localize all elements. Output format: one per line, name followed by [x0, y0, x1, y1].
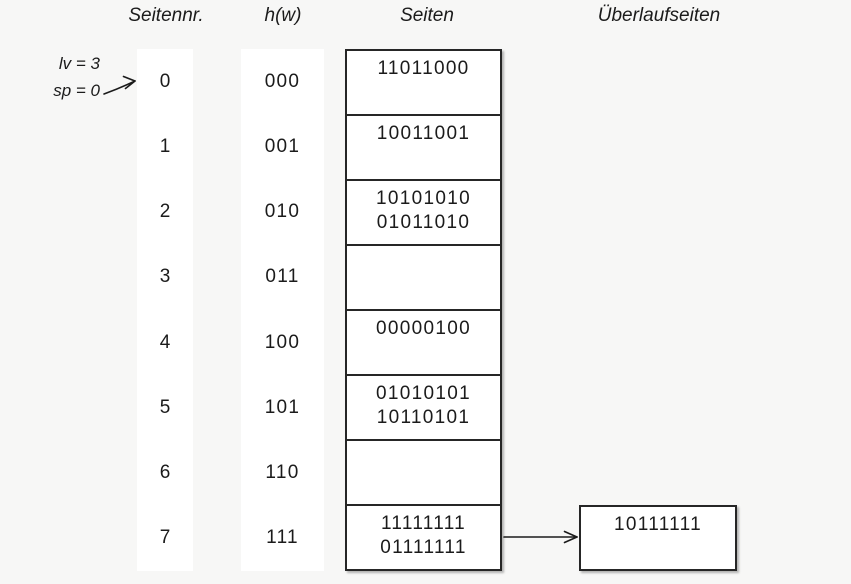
seitennr-column-strip [137, 49, 193, 571]
page-entry: 00000100 [376, 318, 471, 339]
page-entry: 01011010 [376, 212, 471, 233]
header-seiten: Seiten [400, 5, 454, 26]
page-cell-2: 10101010 01011010 [347, 181, 500, 246]
page-entry: 10011001 [376, 123, 471, 144]
page-cell-5: 01010101 10110101 [347, 376, 500, 441]
page-entry: 10110101 [376, 407, 471, 428]
page-entry: 11011000 [377, 58, 470, 79]
page-cell-1: 10011001 [347, 116, 500, 181]
page-number-2: 2 [159, 201, 171, 222]
sp-pointer-arrow [103, 75, 136, 95]
hash-value-3: 011 [265, 266, 300, 287]
overflow-arrow [503, 530, 578, 544]
lv-label: lv = 3 [58, 54, 100, 73]
page-number-3: 3 [159, 266, 171, 287]
page-cell-0: 11011000 [347, 51, 500, 116]
header-seitennr: Seitennr. [128, 5, 204, 26]
page-entry: 11111111 [380, 513, 467, 534]
hash-value-7: 111 [266, 527, 299, 548]
header-hw: h(w) [264, 5, 302, 26]
page-cell-7: 11111111 01111111 [347, 506, 500, 569]
overflow-page-entry: 10111111 [614, 514, 702, 535]
page-number-4: 4 [159, 332, 171, 353]
state-annotation: lv = 3 sp = 0 [20, 50, 100, 104]
hash-value-0: 000 [264, 71, 301, 92]
page-number-1: 1 [159, 136, 171, 157]
page-number-7: 7 [159, 527, 171, 548]
page-entry: 01111111 [380, 537, 467, 558]
hash-value-5: 101 [264, 397, 301, 418]
hash-value-1: 001 [264, 136, 301, 157]
hw-column-strip [241, 49, 324, 571]
page-cell-3 [347, 246, 500, 311]
hash-value-4: 100 [264, 332, 301, 353]
page-entry: 01010101 [376, 383, 471, 404]
hash-value-2: 010 [264, 201, 301, 222]
overflow-page-box: 10111111 [579, 505, 737, 571]
page-cell-6 [347, 441, 500, 506]
pages-table: 11011000 10011001 10101010 01011010 0000… [345, 49, 502, 571]
page-number-5: 5 [159, 397, 171, 418]
page-entry: 10101010 [376, 188, 471, 209]
page-number-0: 0 [159, 71, 171, 92]
page-number-6: 6 [159, 462, 171, 483]
header-ueberlaufseiten: Überlaufseiten [597, 5, 721, 26]
hash-value-6: 110 [265, 462, 300, 483]
sp-label: sp = 0 [53, 81, 100, 100]
page-cell-4: 00000100 [347, 311, 500, 376]
